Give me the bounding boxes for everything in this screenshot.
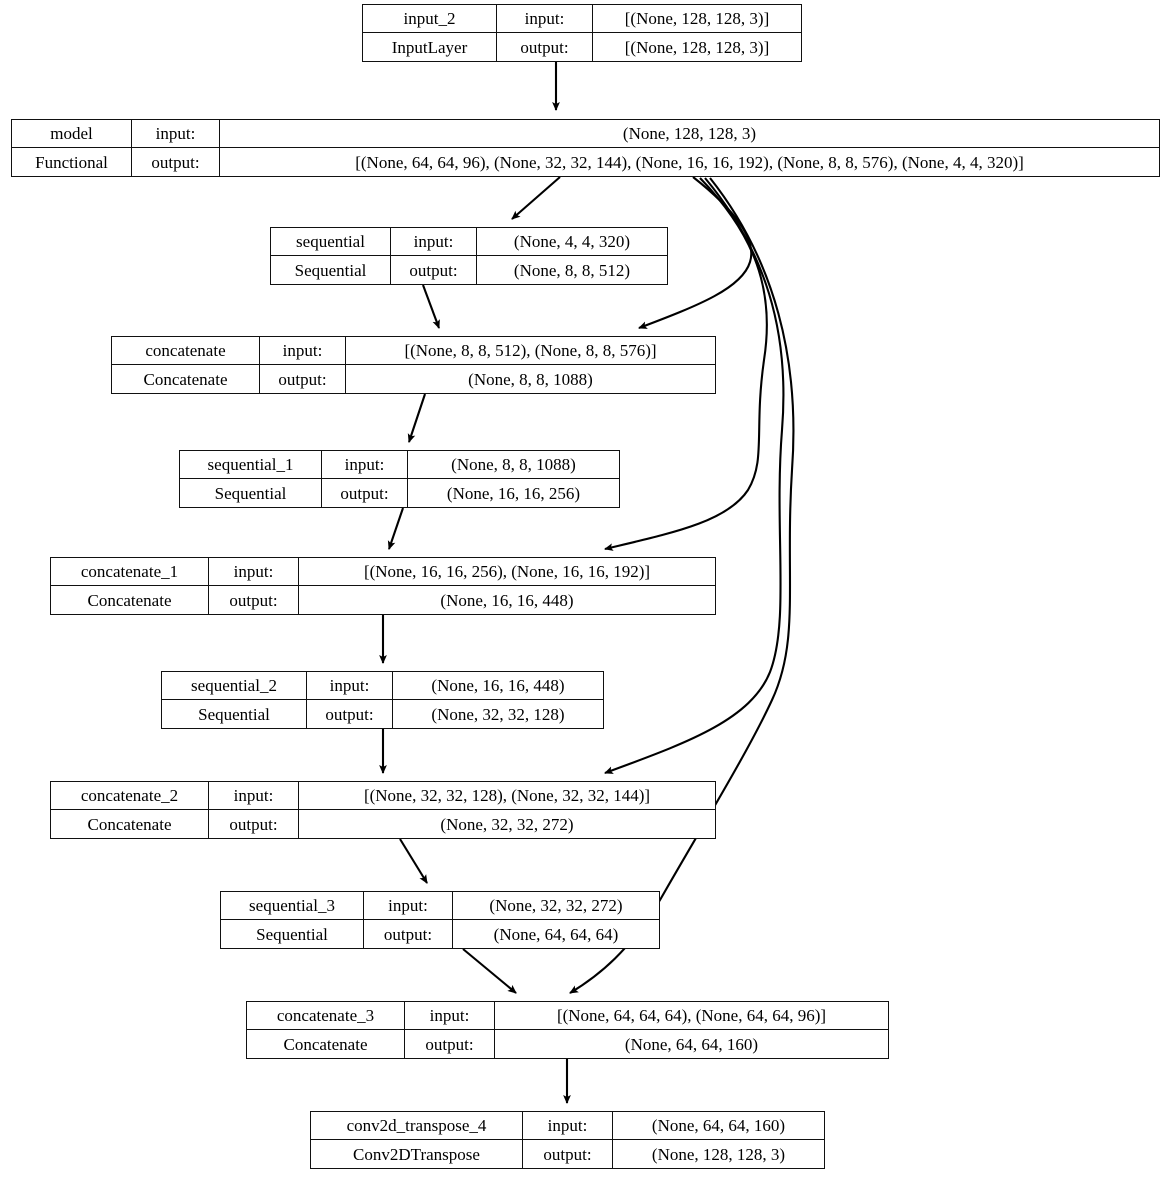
node-sequential-input-shape: (None, 4, 4, 320) — [513, 232, 631, 251]
node-sequential-output-label: output: — [391, 256, 477, 284]
node-concatenate_3-input-shape: [(None, 64, 64, 64), (None, 64, 64, 96)] — [556, 1006, 827, 1025]
node-concatenate_2-input-shape: [(None, 32, 32, 128), (None, 32, 32, 144… — [363, 786, 651, 805]
node-sequential_3[interactable]: sequential_3 input: (None, 32, 32, 272) … — [220, 891, 660, 949]
node-model-output-label: output: — [132, 148, 220, 176]
node-sequential_3-type: Sequential — [221, 920, 364, 948]
node-sequential_3-name: sequential_3 — [221, 892, 364, 919]
node-sequential-output-shape: (None, 8, 8, 512) — [513, 260, 631, 280]
node-concatenate-output-shape: (None, 8, 8, 1088) — [468, 369, 593, 389]
node-input_2-type: InputLayer — [363, 33, 497, 61]
node-model-input-shape: (None, 128, 128, 3) — [622, 124, 757, 143]
node-sequential_1-name: sequential_1 — [180, 451, 322, 478]
node-concatenate_1-output-label: output: — [209, 586, 299, 614]
node-sequential_2-output-shape: (None, 32, 32, 128) — [431, 704, 565, 724]
node-sequential_2[interactable]: sequential_2 input: (None, 16, 16, 448) … — [161, 671, 604, 729]
node-concatenate_2-name: concatenate_2 — [51, 782, 209, 809]
node-concatenate-output-label: output: — [260, 365, 346, 393]
node-sequential-name: sequential — [271, 228, 391, 255]
node-conv2d_transpose_4-input-label: input: — [523, 1112, 613, 1139]
node-concatenate-name: concatenate — [112, 337, 260, 364]
node-sequential_1-input-label: input: — [322, 451, 408, 478]
edge-sequential-to-concatenate — [422, 284, 440, 329]
node-conv2d_transpose_4-input-shape: (None, 64, 64, 160) — [651, 1116, 786, 1135]
node-concatenate[interactable]: concatenate input: [(None, 8, 8, 512), (… — [111, 336, 716, 394]
node-model-name: model — [12, 120, 132, 147]
node-concatenate_3-output-label: output: — [405, 1030, 495, 1058]
node-conv2d_transpose_4-name: conv2d_transpose_4 — [311, 1112, 523, 1139]
node-sequential_3-input-label: input: — [364, 892, 453, 919]
edge-model-to-sequential — [511, 176, 561, 220]
node-sequential-type: Sequential — [271, 256, 391, 284]
node-concatenate_3-type: Concatenate — [247, 1030, 405, 1058]
node-conv2d_transpose_4-output-label: output: — [523, 1140, 613, 1168]
node-concatenate_1-input-shape: [(None, 16, 16, 256), (None, 16, 16, 192… — [363, 562, 651, 581]
node-sequential_1-output-shape: (None, 16, 16, 256) — [446, 483, 581, 503]
node-sequential_2-name: sequential_2 — [162, 672, 307, 699]
edge-concatenate_2-to-sequential_3 — [399, 838, 428, 884]
node-sequential_1[interactable]: sequential_1 input: (None, 8, 8, 1088) S… — [179, 450, 620, 508]
edge-sequential_3-to-concatenate_3 — [462, 948, 517, 994]
node-concatenate_3-output-shape: (None, 64, 64, 160) — [624, 1034, 759, 1054]
node-input_2[interactable]: input_2 input: [(None, 128, 128, 3)] Inp… — [362, 4, 802, 62]
node-model[interactable]: model input: (None, 128, 128, 3) Functio… — [11, 119, 1160, 177]
node-conv2d_transpose_4-type: Conv2DTranspose — [311, 1140, 523, 1168]
node-input_2-output-shape: [(None, 128, 128, 3)] — [624, 37, 770, 57]
node-sequential_2-input-shape: (None, 16, 16, 448) — [431, 676, 565, 695]
node-sequential_3-output-label: output: — [364, 920, 453, 948]
node-sequential_3-output-shape: (None, 64, 64, 64) — [493, 924, 619, 944]
node-conv2d_transpose_4-output-shape: (None, 128, 128, 3) — [651, 1144, 786, 1164]
node-input_2-name: input_2 — [363, 5, 497, 32]
node-concatenate_2-output-label: output: — [209, 810, 299, 838]
node-concatenate_3[interactable]: concatenate_3 input: [(None, 64, 64, 64)… — [246, 1001, 889, 1059]
node-concatenate_1-input-label: input: — [209, 558, 299, 585]
node-concatenate_3-name: concatenate_3 — [247, 1002, 405, 1029]
node-sequential-input-label: input: — [391, 228, 477, 255]
node-concatenate-type: Concatenate — [112, 365, 260, 393]
node-sequential_1-input-shape: (None, 8, 8, 1088) — [451, 455, 576, 474]
node-concatenate_2[interactable]: concatenate_2 input: [(None, 32, 32, 128… — [50, 781, 716, 839]
node-sequential_2-output-label: output: — [307, 700, 393, 728]
edge-concatenate-to-sequential_1 — [407, 393, 426, 443]
node-concatenate_1[interactable]: concatenate_1 input: [(None, 16, 16, 256… — [50, 557, 716, 615]
node-concatenate_1-name: concatenate_1 — [51, 558, 209, 585]
node-sequential_1-type: Sequential — [180, 479, 322, 507]
node-concatenate-input-shape: [(None, 8, 8, 512), (None, 8, 8, 576)] — [404, 341, 657, 360]
edge-sequential_1-to-concatenate_1 — [387, 507, 404, 550]
node-input_2-input-shape: [(None, 128, 128, 3)] — [624, 9, 770, 28]
node-sequential[interactable]: sequential input: (None, 4, 4, 320) Sequ… — [270, 227, 668, 285]
node-sequential_2-type: Sequential — [162, 700, 307, 728]
node-concatenate_2-output-shape: (None, 32, 32, 272) — [440, 814, 574, 834]
node-input_2-input-label: input: — [497, 5, 593, 32]
node-sequential_3-input-shape: (None, 32, 32, 272) — [489, 896, 623, 915]
node-concatenate_1-type: Concatenate — [51, 586, 209, 614]
node-sequential_1-output-label: output: — [322, 479, 408, 507]
node-concatenate_2-input-label: input: — [209, 782, 299, 809]
node-model-type: Functional — [12, 148, 132, 176]
node-concatenate_3-input-label: input: — [405, 1002, 495, 1029]
node-concatenate-input-label: input: — [260, 337, 346, 364]
node-input_2-output-label: output: — [497, 33, 593, 61]
node-conv2d_transpose_4[interactable]: conv2d_transpose_4 input: (None, 64, 64,… — [310, 1111, 825, 1169]
node-concatenate_1-output-shape: (None, 16, 16, 448) — [440, 590, 574, 610]
node-sequential_2-input-label: input: — [307, 672, 393, 699]
node-concatenate_2-type: Concatenate — [51, 810, 209, 838]
node-model-input-label: input: — [132, 120, 220, 147]
node-model-output-shape: [(None, 64, 64, 96), (None, 32, 32, 144)… — [355, 152, 1024, 172]
